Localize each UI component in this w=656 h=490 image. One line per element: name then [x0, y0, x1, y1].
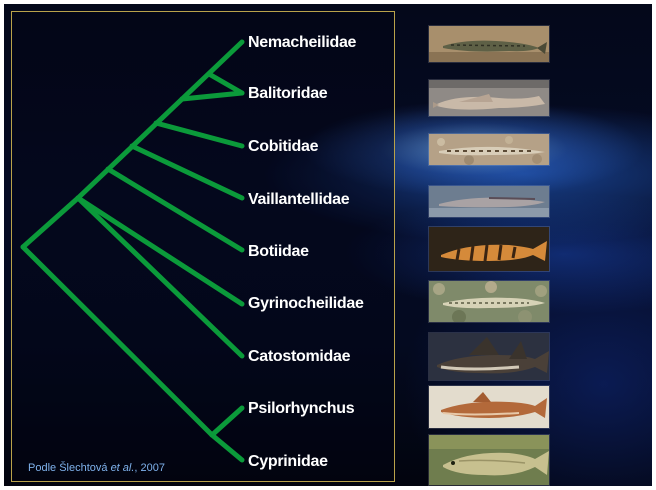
sucker-photo — [428, 332, 550, 381]
algae-eater-photo — [428, 280, 550, 323]
branch-vaillantellidae — [132, 146, 242, 198]
slide: Nemacheilidae Balitoridae Cobitidae Vail… — [4, 4, 652, 486]
tree-branches — [23, 42, 242, 460]
taxon-label-cobitidae: Cobitidae — [248, 138, 318, 156]
stone-loach-photo — [428, 25, 550, 63]
hillstream-loach-photo — [428, 79, 550, 117]
taxon-label-psilorhynchus: Psilorhynchus — [248, 400, 354, 418]
citation-etal: et al. — [111, 462, 135, 474]
branch-gyrinocheilidae — [78, 198, 242, 304]
branch-cobitidae — [156, 123, 242, 146]
taxon-label-vaillantellidae: Vaillantellidae — [248, 191, 349, 209]
taxon-label-balitoridae: Balitoridae — [248, 85, 327, 103]
taxon-label-gyrinocheilidae: Gyrinocheilidae — [248, 295, 364, 313]
carp-photo — [428, 434, 550, 486]
branch-cyprinid-clade — [23, 247, 212, 435]
taxon-label-botiidae: Botiidae — [248, 243, 309, 261]
taxon-label-cyprinidae: Cyprinidae — [248, 453, 328, 471]
branch-catostomidae — [78, 198, 242, 356]
citation-suffix: , 2007 — [134, 462, 165, 474]
citation-prefix: Podle Šlechtová — [28, 462, 111, 474]
branch-cyprinidae — [212, 435, 242, 460]
branch-root-upper — [23, 198, 78, 247]
branch-loach-spine — [78, 42, 242, 198]
branch-inner — [209, 74, 242, 93]
taxon-label-catostomidae: Catostomidae — [248, 348, 350, 366]
botia-loach-photo — [428, 226, 550, 272]
branch-psilorhynchus — [212, 408, 242, 435]
torrent-minnow-photo — [428, 385, 550, 429]
vaillantella-loach-photo — [428, 185, 550, 218]
taxon-label-nemacheilidae: Nemacheilidae — [248, 34, 356, 52]
branch-botiidae — [108, 169, 242, 250]
spined-loach-photo — [428, 133, 550, 166]
citation: Podle Šlechtová et al., 2007 — [28, 462, 165, 474]
